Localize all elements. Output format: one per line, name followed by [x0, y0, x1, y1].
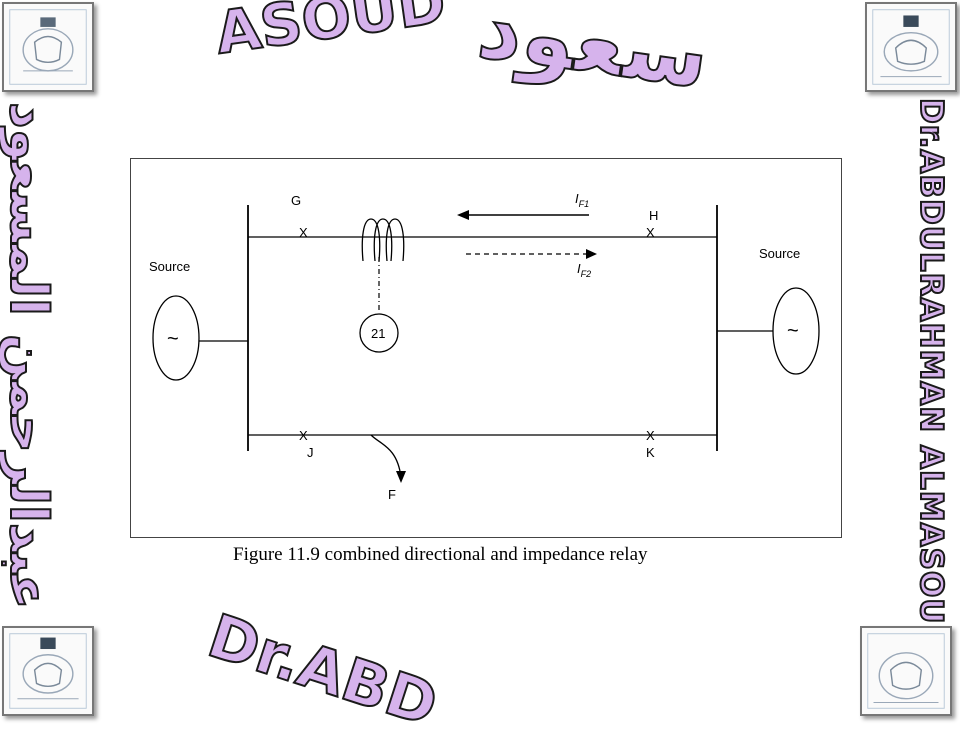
- breaker-j: X: [299, 428, 308, 443]
- left-source-generator: [152, 295, 200, 381]
- watermark-right: Dr.ABDULRAHMAN ALMASOUD: [912, 97, 950, 652]
- watermark-left: د. عبدالرحمن المسعود: [0, 101, 59, 675]
- university-logo-top-left: [2, 2, 94, 92]
- current-if1-arrowhead: [457, 210, 469, 220]
- university-logo-bottom-left: [2, 626, 94, 716]
- current-if2-label: IF2: [577, 261, 591, 279]
- left-source-label: Source: [149, 259, 190, 274]
- current-if2-arrowhead: [586, 249, 597, 259]
- university-seal-icon: [872, 9, 950, 85]
- figure-frame: ~ Source ~ Source G X H X X J X K 21: [130, 158, 842, 538]
- fault-label: F: [388, 487, 396, 502]
- breaker-h: X: [646, 225, 655, 240]
- bus-k-label: K: [646, 445, 655, 460]
- current-if1-label: IF1: [575, 191, 589, 209]
- left-source-symbol: ~: [167, 328, 179, 350]
- right-source-symbol: ~: [787, 320, 799, 342]
- relay-diagram: ~ Source ~ Source G X H X X J X K 21: [149, 191, 820, 502]
- current-transformer-coil-3: [385, 218, 405, 262]
- current-transformer-coil-1: [361, 218, 381, 262]
- fault-arrow: [370, 434, 402, 478]
- current-transformer-coil-2: [373, 218, 393, 262]
- breaker-k: X: [646, 428, 655, 443]
- impedance-relay-21: [359, 313, 399, 353]
- university-logo-bottom-right: [860, 626, 952, 716]
- breaker-g: X: [299, 225, 308, 240]
- watermark-top-arabic: سعود: [471, 0, 716, 110]
- watermark-bottom: Dr.ABD: [199, 600, 447, 741]
- bus-g-label: G: [291, 193, 301, 208]
- university-seal-icon: [867, 633, 945, 709]
- watermark-top-latin: ASOUD: [210, 0, 450, 68]
- figure-caption: Figure 11.9 combined directional and imp…: [233, 544, 648, 565]
- university-seal-icon: [9, 633, 87, 709]
- bus-h-label: H: [649, 208, 658, 223]
- bus-j-label: J: [307, 445, 314, 460]
- university-seal-icon: [9, 9, 87, 85]
- fault-arrowhead: [396, 471, 406, 483]
- right-source-label: Source: [759, 246, 800, 261]
- university-logo-top-right: [865, 2, 957, 92]
- relay-21-label: 21: [371, 326, 385, 341]
